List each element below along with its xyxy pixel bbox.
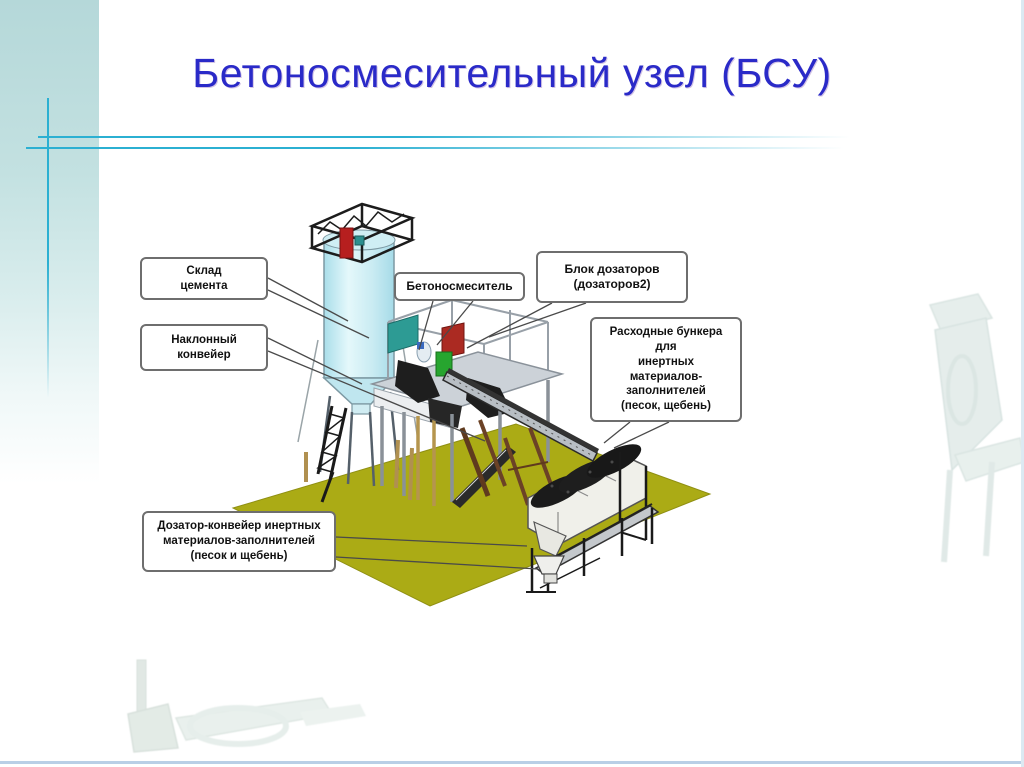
decor-horizontal-line-2: [26, 147, 844, 149]
callout-dosing-block-label: Блок дозаторов (дозаторов2): [564, 261, 660, 291]
slide-bottom-border: [0, 761, 1024, 764]
callout-dosing-conveyor-label: Дозатор-конвейер инертных материалов-зап…: [157, 520, 321, 562]
callout-dosing-conveyor: Дозатор-конвейер инертных материалов-зап…: [142, 511, 336, 572]
mixer-structure: [316, 299, 565, 508]
slide-title: Бетоносмесительный узел (БСУ): [192, 50, 832, 96]
decor-horizontal-line-1: [38, 136, 850, 138]
callout-cement-storage-label: Склад цемента: [180, 264, 228, 292]
callout-supply-hoppers: Расходные бункера для инертных материало…: [590, 317, 742, 422]
machinery-watermark-right: [928, 293, 1024, 563]
callout-dosing-block: Блок дозаторов (дозаторов2): [536, 251, 688, 303]
silo-top-platform: [308, 202, 416, 264]
decor-vertical-line: [47, 98, 49, 398]
aggregate-hoppers: [527, 444, 648, 557]
callout-inclined-conveyor: Наклонный конвейер: [140, 324, 268, 371]
inclined-conveyor: [442, 368, 599, 506]
slide-right-border: [1021, 0, 1024, 767]
callout-cement-storage: Склад цемента: [140, 257, 268, 300]
dosing-conveyor: [526, 503, 660, 593]
callout-inclined-conveyor-label: Наклонный конвейер: [171, 333, 237, 361]
callout-concrete-mixer-label: Бетоносмеситель: [406, 278, 513, 293]
machinery-watermark-bottom-left: [127, 659, 366, 753]
left-teal-band: [0, 0, 99, 620]
callout-supply-hoppers-label: Расходные бункера для инертных материало…: [609, 326, 723, 412]
callout-concrete-mixer: Бетоносмеситель: [394, 272, 525, 301]
